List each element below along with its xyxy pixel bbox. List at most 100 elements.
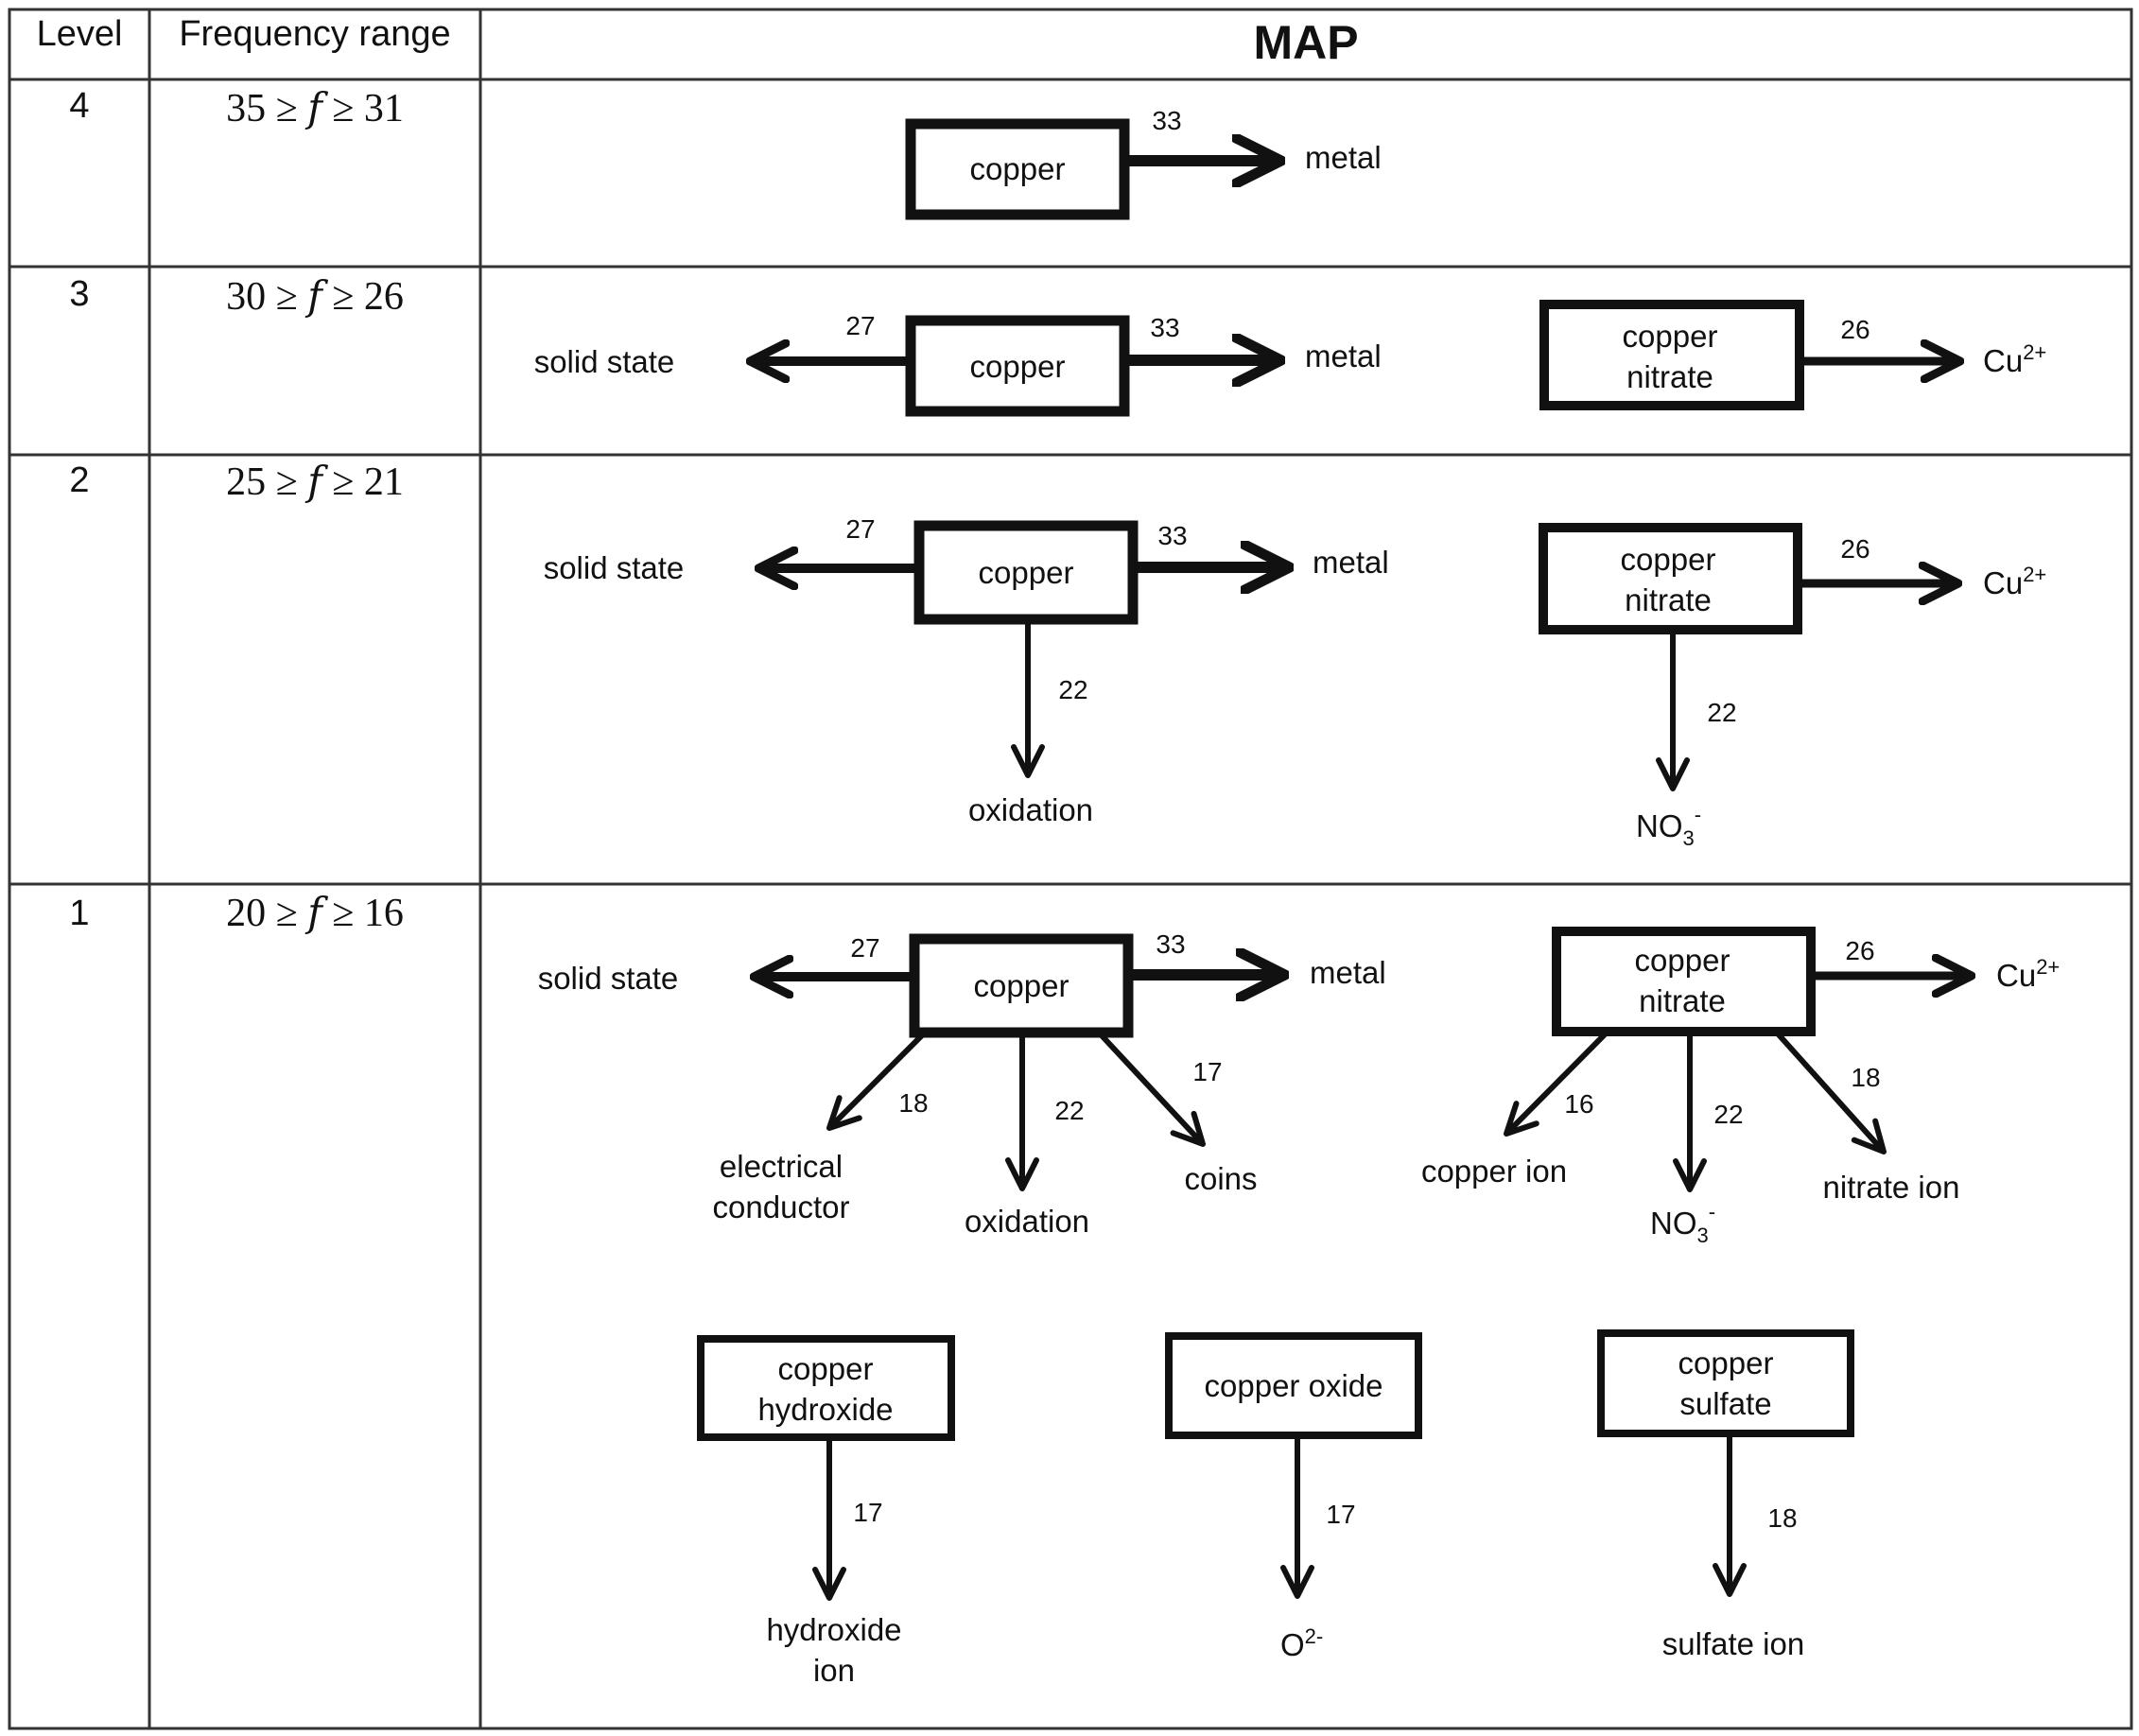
- node-label-line-1: copper: [1621, 542, 1716, 577]
- target-metal: metal: [1305, 339, 1382, 373]
- target-line-1: electrical: [720, 1149, 843, 1184]
- edge-copper-nitrate-cu2: 26: [1800, 315, 1960, 361]
- target-solid-state: solid state: [538, 961, 679, 996]
- formula-base: Cu: [1996, 958, 2036, 993]
- map-level-4: 33 copper metal: [905, 106, 1382, 220]
- node-copper: copper: [909, 933, 1134, 1038]
- node-box: [905, 118, 1130, 220]
- target-metal: metal: [1310, 955, 1386, 990]
- node-copper: copper: [905, 118, 1130, 220]
- target-line-2: ion: [813, 1653, 855, 1688]
- edge-copper-metal: 33: [1133, 521, 1290, 567]
- level-3-cell: 3: [69, 274, 89, 314]
- edge-copper-solid-state: 27: [754, 933, 914, 977]
- node-label-line-1: copper: [1678, 1345, 1774, 1380]
- header-frequency-range: Frequency range: [179, 14, 450, 54]
- target-o2-ion: O2-: [1280, 1624, 1323, 1662]
- node-label-line-2: nitrate: [1639, 983, 1726, 1018]
- node-box: [697, 1335, 955, 1441]
- target-solid-state: solid state: [534, 344, 675, 379]
- node-label-line-1: copper: [1635, 943, 1730, 978]
- level-2-cell: 2: [69, 460, 89, 500]
- edge-weight: 26: [1840, 315, 1869, 344]
- edge-weight: 16: [1564, 1089, 1593, 1119]
- edge-weight: 33: [1152, 106, 1181, 135]
- target-nitrate-ion: nitrate ion: [1823, 1170, 1960, 1205]
- arrow-shaft: [1096, 1030, 1206, 1147]
- edge-copper-solid-state: 27: [758, 514, 919, 568]
- node-copper-nitrate: copper nitrate: [1539, 523, 1802, 634]
- node-copper: copper: [905, 315, 1130, 417]
- edge-weight: 22: [1713, 1100, 1743, 1129]
- edge-copper-oxidation: 22: [1011, 619, 1088, 778]
- target-no3-ion: NO3-: [1650, 1200, 1715, 1247]
- target-no3-ion: NO3-: [1636, 803, 1701, 850]
- node-copper-hydroxide: copper hydroxide: [697, 1335, 955, 1441]
- frequency-range-level-3: 30 ≥ 𝑓 ≥ 26: [226, 275, 404, 319]
- edge-copper-nitrate-nitrate-ion: 18: [1773, 1029, 1887, 1154]
- node-label: copper: [970, 349, 1066, 384]
- edge-copper-nitrate-cu2: 26: [1798, 534, 1958, 583]
- node-box: [1165, 1332, 1422, 1439]
- edge-copper-oxide-o2: 17: [1280, 1435, 1356, 1599]
- map-level-3: 33 27 copper metal solid state 26 copper…: [534, 300, 2046, 417]
- edge-copper-sulfate-sulfate-ion: 18: [1713, 1433, 1798, 1597]
- node-box: [913, 520, 1139, 625]
- node-label-line-2: sulfate: [1679, 1386, 1771, 1421]
- edge-copper-solid-state: 27: [750, 311, 911, 361]
- edge-copper-electrical-conductor: 18: [826, 1030, 929, 1131]
- header-level: Level: [37, 14, 123, 54]
- node-box: [1597, 1329, 1854, 1437]
- target-line-2: conductor: [713, 1189, 850, 1224]
- edge-weight: 18: [898, 1088, 928, 1118]
- formula-superscript: -: [1695, 803, 1701, 826]
- target-cu2-ion: Cu2+: [1983, 563, 2046, 600]
- target-cu2-ion: Cu2+: [1996, 955, 2060, 993]
- frequency-range-level-1: 20 ≥ 𝑓 ≥ 16: [226, 892, 404, 935]
- formula-superscript: 2+: [2023, 340, 2046, 364]
- target-metal: metal: [1305, 140, 1382, 175]
- edge-copper-nitrate-no3: 22: [1656, 630, 1737, 791]
- edge-copper-metal: 33: [1128, 929, 1285, 975]
- node-box: [1552, 927, 1816, 1036]
- target-metal: metal: [1313, 545, 1389, 580]
- target-sulfate-ion: sulfate ion: [1662, 1626, 1804, 1661]
- level-4-cell: 4: [69, 86, 89, 126]
- arrow-shaft: [1773, 1029, 1887, 1154]
- level-column: 4 3 2 1: [69, 86, 89, 933]
- edge-weight: 33: [1156, 929, 1185, 959]
- target-hydroxide-ion: hydroxide ion: [766, 1612, 901, 1688]
- edge-weight: 22: [1707, 698, 1736, 727]
- edge-weight: 17: [853, 1498, 882, 1527]
- edge-weight: 33: [1157, 521, 1187, 550]
- node-copper: copper: [913, 520, 1139, 625]
- level-1-cell: 1: [69, 894, 89, 933]
- node-copper-nitrate: copper nitrate: [1539, 300, 1804, 410]
- edge-weight: 22: [1058, 675, 1087, 704]
- formula-superscript: 2+: [2023, 563, 2046, 586]
- target-solid-state: solid state: [544, 550, 685, 585]
- edge-weight: 27: [845, 514, 875, 544]
- arrow-shaft: [1504, 1029, 1610, 1137]
- node-label-line-1: copper: [1623, 319, 1718, 354]
- edge-copper-hydroxide-hydroxide-ion: 17: [812, 1437, 883, 1601]
- node-label-line-1: copper: [778, 1351, 874, 1386]
- edge-weight: 17: [1326, 1500, 1355, 1529]
- target-electrical-conductor: electrical conductor: [713, 1149, 850, 1224]
- edge-weight: 26: [1840, 534, 1869, 564]
- edge-copper-nitrate-cu2: 26: [1811, 936, 1972, 976]
- table-border: [8, 8, 2133, 1730]
- target-oxidation: oxidation: [968, 792, 1093, 827]
- edge-weight: 17: [1192, 1057, 1222, 1086]
- edge-copper-coins: 17: [1096, 1030, 1223, 1147]
- frequency-range-level-4: 35 ≥ 𝑓 ≥ 31: [226, 87, 404, 130]
- node-label: copper oxide: [1205, 1368, 1383, 1403]
- node-label-line-2: nitrate: [1626, 359, 1713, 394]
- edge-copper-metal: 33: [1124, 106, 1281, 161]
- edge-weight: 26: [1845, 936, 1874, 965]
- arrow-shaft: [826, 1030, 928, 1131]
- map-level-2: 33 27 22 copper metal solid state oxidat…: [544, 514, 2047, 850]
- formula-superscript: -: [1709, 1200, 1715, 1224]
- target-coins: coins: [1184, 1161, 1257, 1196]
